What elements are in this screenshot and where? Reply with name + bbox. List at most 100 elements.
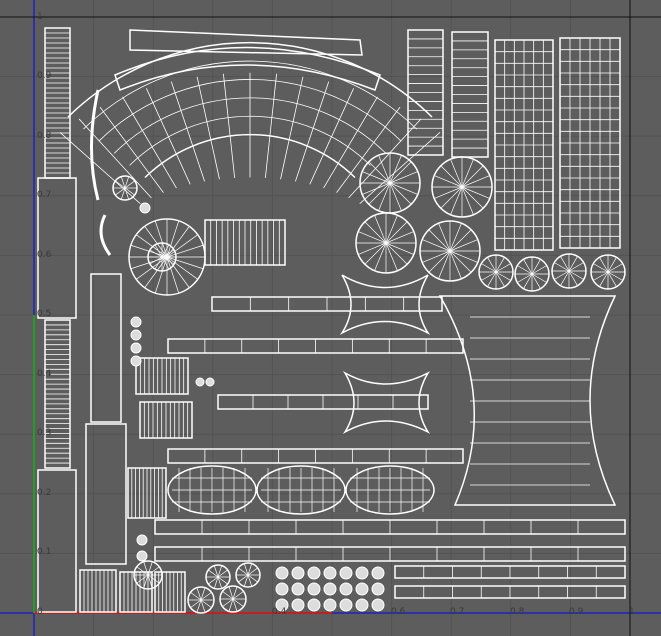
island-outline [275, 598, 289, 612]
uv-island-small [371, 598, 385, 612]
uv-island-small [130, 342, 142, 354]
island-edge [449, 229, 472, 252]
uv-island-small [339, 582, 353, 596]
uv-islands[interactable] [37, 27, 626, 614]
island-edge [599, 271, 609, 287]
uv-island-disc [590, 254, 626, 290]
uv-island [407, 29, 444, 156]
island-outline [307, 598, 321, 612]
uv-island-small [307, 582, 321, 596]
island-edge [120, 176, 126, 189]
island-outline [355, 566, 369, 580]
v-label: 0.7 [37, 190, 51, 200]
uv-island [154, 519, 626, 535]
island-edge [166, 256, 180, 294]
island-edge [217, 565, 223, 578]
island-outline [355, 582, 369, 596]
uv-island [37, 177, 77, 319]
island-edge [517, 265, 533, 275]
uv-island [135, 357, 189, 395]
island-outline [130, 316, 142, 328]
island-edge [495, 271, 505, 287]
uv-island-small [291, 566, 305, 580]
uv-island [37, 469, 77, 613]
fan-edge [323, 96, 378, 189]
island-edge [247, 574, 253, 587]
island-outline [205, 377, 215, 387]
uv-island-disc [478, 254, 514, 290]
fan-strip [114, 46, 381, 91]
island-edge [247, 563, 253, 576]
fan-edge [196, 76, 220, 180]
island-edge [208, 576, 219, 585]
island-edge [389, 155, 402, 184]
island-outline [90, 89, 100, 201]
island-edge [154, 256, 163, 270]
uv-island-arc [90, 89, 112, 256]
fan-edge [359, 131, 441, 205]
v-label: 0.2 [37, 488, 51, 498]
uv-island-disc [419, 220, 481, 282]
uv-island-small [371, 566, 385, 580]
island-edge [161, 256, 170, 270]
v-label: 1 [37, 12, 43, 22]
fan-edge [309, 88, 355, 185]
uv-island-fan [59, 29, 441, 205]
uv-island-small [275, 582, 289, 596]
island-outline [307, 582, 321, 596]
uv-island [127, 467, 167, 519]
v-label: 0.3 [37, 428, 51, 438]
island-edge [243, 574, 249, 587]
uv-island [451, 31, 489, 158]
uv-island-small [136, 534, 148, 546]
uv-island [90, 273, 122, 423]
island-edge [461, 175, 490, 188]
island-edge [136, 234, 168, 258]
island-edge [378, 155, 391, 184]
island-edge [200, 592, 212, 601]
island-edge [385, 231, 414, 244]
fan-edge [280, 76, 304, 180]
island-edge [378, 182, 391, 211]
island-outline [139, 202, 151, 214]
island-edge [428, 250, 451, 273]
island-edge [440, 186, 463, 209]
island-edge [243, 563, 249, 576]
island-edge [434, 186, 463, 199]
island-edge [523, 259, 533, 275]
island-edge [190, 599, 202, 608]
island-edge [149, 256, 163, 265]
fan-edge [99, 106, 164, 193]
uv-island-small [371, 582, 385, 596]
island-outline [195, 377, 205, 387]
island-edge [144, 256, 168, 288]
uv-island-small [136, 550, 148, 562]
island-edge [428, 229, 451, 252]
island-outline [130, 355, 142, 367]
uv-island-small [355, 598, 369, 612]
fan-edge [59, 131, 141, 205]
island-edge [517, 273, 533, 283]
uv-island-curved [438, 295, 617, 506]
island-outline [355, 598, 369, 612]
island-edge [196, 599, 202, 613]
uv-island-small [130, 329, 142, 341]
uv-island-disc [514, 256, 550, 292]
uv-island-disc [359, 152, 421, 214]
island-outline [256, 465, 346, 515]
island-outline [438, 295, 617, 506]
uv-island-disc [219, 585, 247, 613]
island-edge [166, 256, 204, 270]
island-edge [154, 256, 168, 294]
island-edge [449, 239, 478, 252]
island-edge [607, 271, 617, 287]
island-edge [232, 591, 244, 600]
island-edge [593, 271, 609, 281]
island-edge [374, 215, 387, 244]
v-label: 0.6 [37, 250, 52, 260]
island-edge [461, 186, 474, 215]
island-edge [222, 591, 234, 600]
island-outline [136, 550, 148, 562]
